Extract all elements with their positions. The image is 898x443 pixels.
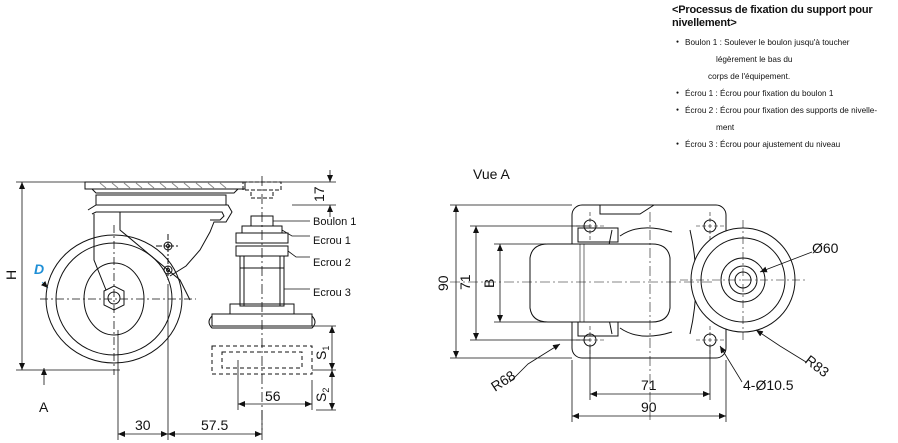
dim-71-v	[470, 225, 590, 341]
view-a	[450, 204, 813, 422]
r68-leader	[509, 343, 561, 383]
dim-label-71-h: 71	[641, 377, 657, 393]
callout-leaders	[273, 220, 310, 290]
process-section: <Processus de fixation du support pour n…	[672, 4, 896, 153]
process-item-boulon1: Boulon 1 : Soulever le boulon jusqu'à to…	[676, 34, 896, 51]
dim-label-575: 57.5	[201, 417, 228, 433]
d60-leader	[759, 251, 813, 273]
dim-s	[296, 325, 336, 411]
dim-label-56: 56	[265, 388, 281, 404]
dim-label-90-h: 90	[641, 399, 657, 415]
process-title-line2: nivellement>	[672, 17, 737, 29]
dim-label-17: 17	[311, 186, 327, 202]
d-leader	[40, 280, 49, 289]
side-view	[16, 170, 336, 440]
callout-ecrou2: Ecrou 2	[313, 257, 351, 269]
callout-ecrou1: Ecrou 1	[313, 235, 351, 247]
side-view-labels: Boulon 1 Ecrou 1 Ecrou 2 Ecrou 3 17 H D …	[3, 186, 356, 433]
dim-71-h	[589, 346, 711, 400]
wheel-top	[529, 227, 671, 337]
dim-label-d60: Ø60	[812, 240, 839, 256]
process-item-ecrou3: Écrou 3 : Écrou pour ajustement du nivea…	[676, 136, 896, 153]
process-item-boulon1-cont2: corps de l'équipement.	[708, 72, 791, 81]
dim-label-90-v: 90	[435, 275, 451, 291]
view-a-title: Vue A	[473, 166, 511, 182]
dim-label-r68: R68	[488, 367, 518, 395]
dim-label-s1: S1	[313, 346, 331, 360]
callout-boulon1: Boulon 1	[313, 216, 356, 228]
process-item-ecrou2: Écrou 2 : Écrou pour fixation des suppor…	[676, 102, 896, 119]
leveling-foot	[208, 176, 316, 430]
dim-label-holes: 4-Ø10.5	[743, 377, 794, 393]
dim-56	[237, 360, 313, 410]
process-title: <Processus de fixation du support pour n…	[672, 4, 896, 30]
process-title-line1: <Processus de fixation du support pour	[672, 4, 873, 16]
dim-90-h	[571, 360, 727, 422]
caster-fork	[87, 194, 233, 301]
r83-leader	[755, 329, 807, 363]
dim-h	[16, 181, 120, 371]
process-item-boulon1-cont1: légèrement le bas du	[716, 55, 793, 64]
dim-label-s2: S2	[313, 388, 331, 402]
dim-label-d: D	[34, 261, 44, 277]
view-a-label: A	[39, 399, 49, 415]
process-list: Boulon 1 : Soulever le boulon jusqu'à to…	[676, 34, 896, 153]
foot-top	[680, 220, 806, 340]
top-plate	[84, 181, 246, 194]
dim-bottom	[117, 284, 263, 440]
dim-90-v	[450, 204, 572, 359]
dim-label-b: B	[481, 279, 497, 288]
process-item-ecrou2-cont1: ment	[716, 123, 735, 132]
callout-ecrou3: Ecrou 3	[313, 287, 351, 299]
dim-b	[494, 243, 546, 323]
dim-label-71-v: 71	[457, 274, 473, 290]
process-item-ecrou1: Écrou 1 : Écrou pour fixation du boulon …	[676, 85, 896, 102]
caster-wheel	[40, 225, 196, 375]
dim-17	[246, 170, 336, 217]
dim-label-r83: R83	[802, 352, 832, 381]
dim-label-h: H	[3, 270, 19, 280]
dim-label-30: 30	[135, 417, 151, 433]
holes-leader	[719, 345, 743, 383]
